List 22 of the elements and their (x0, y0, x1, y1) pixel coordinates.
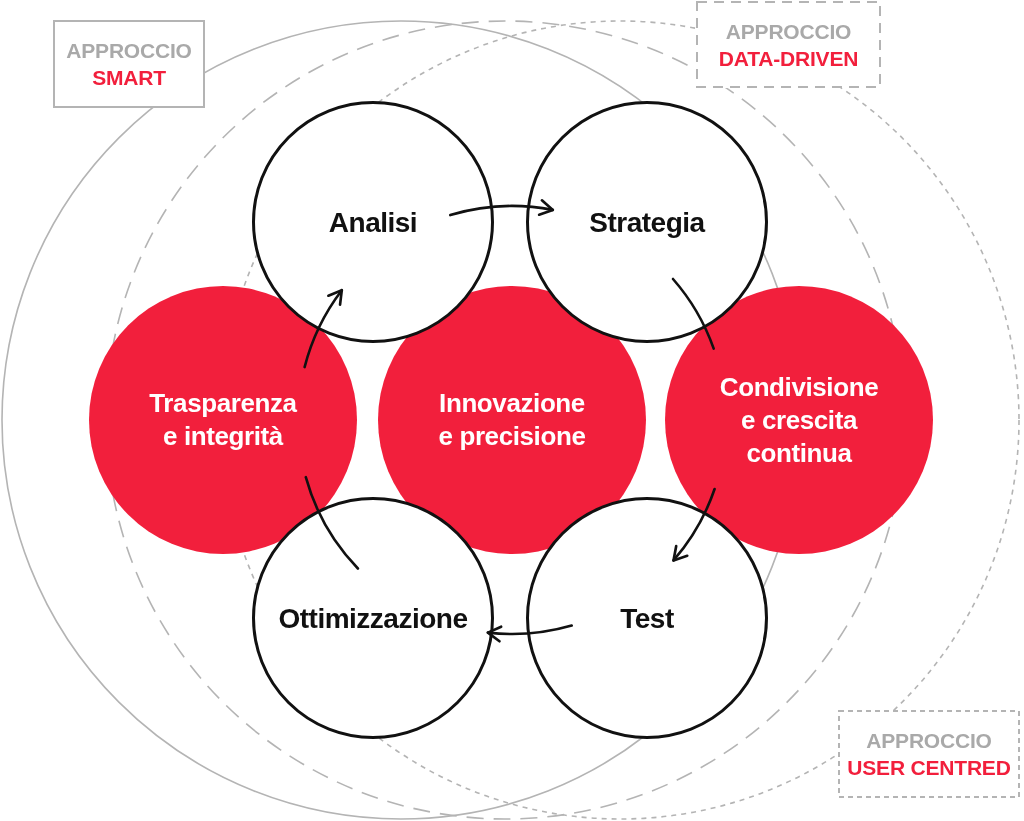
arrow (449, 199, 555, 217)
label-frame (53, 20, 205, 108)
arrow (672, 487, 716, 562)
connector-line (304, 475, 360, 570)
arrow (486, 624, 573, 643)
value-label: Condivisione e crescita continua (718, 370, 880, 470)
arrow (303, 288, 344, 369)
title-text: DATA-DRIVEN (718, 45, 859, 72)
step-label: Strategia (589, 205, 705, 239)
value-label: Trasparenza e integrità (148, 387, 298, 453)
title-text: USER CENTRED (847, 755, 1011, 781)
step-label: Test (620, 601, 674, 635)
label-frame (838, 710, 1020, 798)
step-label: Analisi (328, 205, 418, 239)
heading-text: APPROCCIO (866, 728, 992, 754)
heading-text: APPROCCIO (66, 38, 192, 64)
heading-text: APPROCCIO (725, 18, 852, 45)
title-text: SMART (92, 65, 166, 91)
step-label: Ottimizzazione (278, 601, 468, 635)
connector-line (671, 277, 715, 350)
label-frame (696, 1, 881, 88)
value-label: Innovazione e precisione (437, 387, 587, 453)
